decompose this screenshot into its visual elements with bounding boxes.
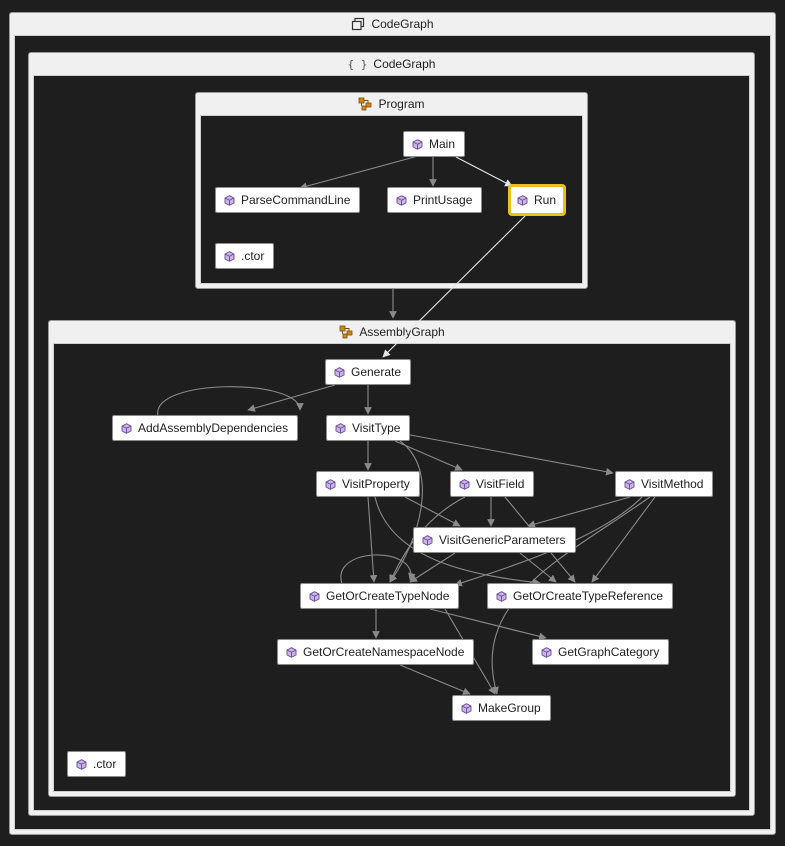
method-cube-icon (517, 194, 528, 206)
method-cube-icon (459, 478, 470, 490)
assembly-icon (351, 17, 365, 31)
outer-group-header[interactable]: CodeGraph (10, 13, 775, 35)
method-cube-icon (335, 422, 346, 434)
method-cube-icon (76, 758, 87, 770)
namespace-group-label: CodeGraph (373, 57, 436, 71)
method-cube-icon (334, 366, 345, 378)
node-label: Generate (351, 365, 402, 379)
node-label: MakeGroup (478, 701, 541, 715)
method-cube-icon (461, 702, 472, 714)
assembly-graph-class-label: AssemblyGraph (359, 325, 445, 339)
node-print-usage[interactable]: PrintUsage (387, 187, 483, 213)
node-label: GetOrCreateTypeReference (513, 589, 664, 603)
method-cube-icon (624, 478, 635, 490)
program-class-header[interactable]: Program (196, 93, 587, 115)
node-main[interactable]: Main (403, 131, 466, 157)
node-label: GetOrCreateNamespaceNode (303, 645, 465, 659)
method-cube-icon (121, 422, 132, 434)
node-label: ParseCommandLine (241, 193, 351, 207)
assembly-graph-class-header[interactable]: AssemblyGraph (49, 321, 735, 343)
method-cube-icon (224, 250, 235, 262)
node-label: AddAssemblyDependencies (138, 421, 289, 435)
class-icon (358, 97, 372, 111)
method-cube-icon (224, 194, 235, 206)
method-cube-icon (422, 534, 433, 546)
method-cube-icon (309, 590, 320, 602)
node-label: VisitType (352, 421, 401, 435)
node-generate[interactable]: Generate (325, 359, 412, 385)
node-label: .ctor (241, 249, 265, 263)
program-class-label: Program (378, 97, 425, 111)
node-label: VisitMethod (641, 477, 704, 491)
node-visit-type[interactable]: VisitType (326, 415, 411, 441)
node-label: GetOrCreateTypeNode (326, 589, 450, 603)
node-parse-command-line[interactable]: ParseCommandLine (215, 187, 361, 213)
class-icon (339, 325, 353, 339)
method-cube-icon (325, 478, 336, 490)
node-get-or-create-namespace-node[interactable]: GetOrCreateNamespaceNode (277, 639, 475, 665)
node-label: PrintUsage (413, 193, 473, 207)
namespace-group-header[interactable]: { } CodeGraph (29, 53, 754, 75)
node-get-graph-category[interactable]: GetGraphCategory (532, 639, 670, 665)
outer-group-label: CodeGraph (371, 17, 434, 31)
node-program-ctor[interactable]: .ctor (215, 243, 275, 269)
node-visit-field[interactable]: VisitField (450, 471, 535, 497)
node-label: VisitGenericParameters (439, 533, 566, 547)
node-run[interactable]: Run (508, 184, 567, 216)
node-make-group[interactable]: MakeGroup (452, 695, 551, 721)
method-cube-icon (412, 138, 423, 150)
assembly-graph-class-body (53, 343, 731, 792)
method-cube-icon (541, 646, 552, 658)
node-label: Run (534, 193, 557, 207)
node-label: .ctor (93, 757, 117, 771)
assembly-graph-class-group[interactable]: AssemblyGraph (48, 320, 736, 797)
node-assembly-graph-ctor[interactable]: .ctor (67, 751, 127, 777)
node-get-or-create-type-node[interactable]: GetOrCreateTypeNode (300, 583, 460, 609)
node-get-or-create-type-reference[interactable]: GetOrCreateTypeReference (487, 583, 674, 609)
node-visit-generic-parameters[interactable]: VisitGenericParameters (413, 527, 576, 553)
method-cube-icon (286, 646, 297, 658)
node-label: VisitProperty (342, 477, 410, 491)
node-visit-method[interactable]: VisitMethod (615, 471, 714, 497)
method-cube-icon (396, 194, 407, 206)
method-cube-icon (496, 590, 507, 602)
namespace-braces-icon: { } (347, 57, 368, 71)
node-visit-property[interactable]: VisitProperty (316, 471, 420, 497)
node-label: GetGraphCategory (558, 645, 660, 659)
node-add-assembly-dependencies[interactable]: AddAssemblyDependencies (112, 415, 299, 441)
node-label: Main (429, 137, 456, 151)
node-label: VisitField (476, 477, 525, 491)
